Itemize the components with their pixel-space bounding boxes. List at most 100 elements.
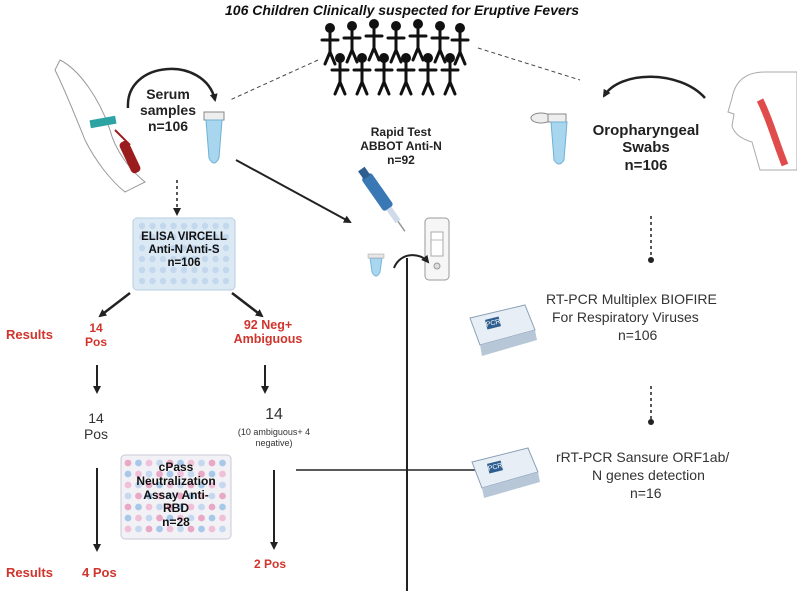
- pos14-grey-count: 14: [88, 410, 104, 426]
- elisa-well: [180, 233, 188, 241]
- cpass-well: [219, 459, 226, 467]
- cpass-well: [177, 470, 184, 478]
- cpass-well: [208, 481, 216, 489]
- elisa-well: [212, 255, 219, 263]
- elisa-line2: Anti-N Anti-S: [148, 244, 220, 257]
- cpass-well: [135, 503, 142, 511]
- cpass-well: [166, 492, 174, 500]
- elisa-well: [138, 266, 146, 274]
- elisa-well: [149, 244, 156, 252]
- cpass-well: [208, 514, 216, 522]
- elisa-well: [138, 244, 146, 252]
- cpass-well: [156, 470, 163, 478]
- sansure-line1: rRT-PCR Sansure ORF1ab/: [556, 449, 730, 465]
- elisa-well: [180, 277, 188, 285]
- cpass-well: [177, 525, 184, 533]
- elisa-well: [222, 222, 230, 230]
- cpass-well: [124, 492, 132, 500]
- cpass-well: [198, 503, 205, 511]
- elisa-well: [149, 277, 156, 285]
- elisa-line1: ELISA VIRCELL: [141, 231, 227, 243]
- elisa-well: [170, 266, 177, 274]
- diagram-title: 106 Children Clinically suspected for Er…: [225, 2, 580, 18]
- cpass-well: [198, 492, 205, 500]
- cpass-well: [135, 525, 142, 533]
- serum-tube-icon: [203, 111, 225, 164]
- elisa-well: [159, 255, 167, 263]
- serum-curved-arrow: [126, 67, 218, 109]
- cpass-well: [124, 459, 132, 467]
- sansure-label: rRT-PCR Sansure ORF1ab/ N genes detectio…: [556, 448, 729, 503]
- elisa-well: [201, 266, 209, 274]
- arrow-serum-to-rapid: [235, 159, 352, 223]
- rapid-line2: ABBOT Anti-N: [360, 138, 442, 153]
- cpass-well: [156, 514, 163, 522]
- arm-blood-draw-icon: [54, 59, 146, 193]
- pos14-grey-label: Pos: [83, 426, 109, 443]
- elisa-well: [170, 277, 177, 285]
- pos14-red-label: Pos: [84, 334, 107, 349]
- elisa-well: [159, 233, 167, 241]
- elisa-well: [170, 222, 177, 230]
- biofire-line2: For Respiratory Viruses: [552, 309, 699, 326]
- cpass-well: [177, 503, 184, 511]
- elisa-well: [149, 222, 156, 230]
- cpass-well: [145, 503, 153, 511]
- cpass-well: [124, 481, 132, 489]
- cpass-well: [177, 459, 184, 467]
- cpass-well: [166, 470, 174, 478]
- elisa-well: [138, 233, 146, 241]
- results-label-top: Results: [6, 327, 53, 342]
- biofire-line1: RT-PCR Multiplex BIOFIRE: [546, 291, 717, 307]
- cpass-well: [198, 514, 205, 522]
- elisa-well: [212, 222, 219, 230]
- elisa-well: [180, 222, 188, 230]
- rapid-test-label: Rapid Test ABBOT Anti-N n=92: [350, 125, 452, 167]
- children-crowd-icon: [320, 19, 470, 96]
- serum-line2: samples: [139, 102, 197, 119]
- cpass-well: [166, 481, 174, 489]
- elisa-well: [149, 233, 156, 241]
- cpass-well: [187, 514, 195, 522]
- cpass-well: [198, 525, 205, 533]
- cpass-well: [135, 459, 142, 467]
- cpass-well: [219, 481, 226, 489]
- cpass-well: [198, 459, 205, 467]
- swabs-line2: Swabs: [622, 139, 670, 157]
- elisa-negative-result: 92 Neg+ Ambiguous: [226, 318, 310, 347]
- elisa-well: [222, 255, 230, 263]
- cpass-well: [187, 492, 195, 500]
- pipette-icon: [358, 166, 406, 232]
- cpass-well: [156, 481, 163, 489]
- cpass-well: [187, 503, 195, 511]
- elisa-well: [201, 233, 209, 241]
- elisa-well: [138, 222, 146, 230]
- sansure-count: n=16: [630, 485, 662, 502]
- elisa-well: [191, 277, 198, 285]
- cpass-well: [198, 470, 205, 478]
- cpass-well: [135, 470, 142, 478]
- serum-line1: Serum: [146, 86, 190, 102]
- sansure-line2: N genes detection: [592, 467, 705, 484]
- cpass-well: [124, 470, 132, 478]
- elisa-well: [159, 222, 167, 230]
- elisa-well: [180, 244, 188, 252]
- cpass-plate-icon: [120, 454, 232, 540]
- arrow-elisa-to-14pos: [98, 292, 131, 318]
- cpass-well: [145, 459, 153, 467]
- swab-curved-arrow: [602, 75, 706, 99]
- dashed-link-right: [477, 47, 581, 81]
- elisa-well: [159, 244, 167, 252]
- elisa-well: [149, 266, 156, 274]
- elisa-well: [212, 244, 219, 252]
- elisa-well: [191, 255, 198, 263]
- cpass-well: [177, 514, 184, 522]
- cpass-well: [124, 525, 132, 533]
- elisa-well: [170, 255, 177, 263]
- cpass-well: [145, 492, 153, 500]
- cpass-count: n=28: [162, 515, 190, 530]
- serum-samples-label: Serum samples n=106: [138, 86, 198, 134]
- biofire-count: n=106: [618, 327, 658, 344]
- cpass-positive-result: 4 Pos: [82, 565, 117, 580]
- cpass-well: [145, 470, 153, 478]
